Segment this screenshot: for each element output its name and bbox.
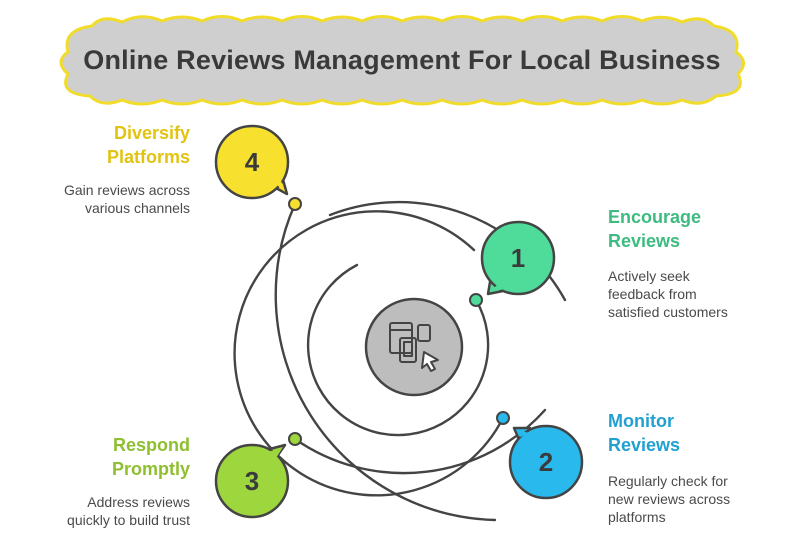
step-3-title-line-1: Respond — [112, 435, 190, 455]
page-title: Online Reviews Management For Local Busi… — [83, 44, 721, 75]
step-3-title: Respond Promptly — [40, 433, 190, 481]
devices-cursor-icon — [389, 322, 439, 372]
ring-middle — [233, 210, 505, 497]
step-4-number: 4 — [244, 146, 260, 177]
step-2-number: 2 — [538, 446, 554, 477]
ring-inner — [306, 263, 490, 437]
ring-outermost — [274, 202, 497, 522]
step-3-title-line-2: Promptly — [111, 459, 190, 479]
connector-dot-4 — [288, 197, 302, 211]
step-1-number: 1 — [510, 242, 526, 273]
step-1-description: Actively seek feedback from satisfied cu… — [608, 267, 728, 321]
title-banner — [59, 15, 745, 106]
step-1-desc-line-1: Actively seek — [608, 268, 690, 284]
step-2-desc-line-1: Regularly check for — [608, 473, 728, 489]
step-1-title-line-2: Reviews — [608, 231, 681, 251]
step-1-desc-line-3: satisfied customers — [608, 304, 728, 320]
step-1-title-line-1: Encourage — [608, 207, 702, 227]
step-2-desc-line-2: new reviews across — [608, 491, 731, 507]
step-4-title-line-1: Diversify — [113, 123, 190, 143]
step-1-title: Encourage Reviews — [608, 205, 701, 253]
bubble-2 — [508, 424, 584, 500]
bubble-4 — [214, 124, 290, 200]
step-2-description: Regularly check for new reviews across p… — [608, 472, 730, 526]
connector-dot-3 — [288, 432, 302, 446]
step-3-desc-line-1: Address reviews — [87, 494, 190, 510]
step-3-desc-line-2: quickly to build trust — [67, 512, 190, 528]
step-4-desc-line-1: Gain reviews across — [63, 182, 190, 198]
step-4-desc-line-2: various channels — [84, 200, 190, 216]
bubble-3 — [214, 443, 290, 519]
step-2-title: Monitor Reviews — [608, 409, 680, 457]
connector-dot-2 — [496, 411, 510, 425]
step-1-desc-line-2: feedback from — [608, 286, 697, 302]
step-2-title-line-2: Reviews — [608, 435, 681, 455]
step-4-title: Diversify Platforms — [40, 121, 190, 169]
step-3-description: Address reviews quickly to build trust — [20, 493, 190, 529]
step-2-title-line-1: Monitor — [608, 411, 674, 431]
step-4-title-line-2: Platforms — [106, 147, 190, 167]
step-4-description: Gain reviews across various channels — [20, 181, 190, 217]
connector-dot-1 — [469, 293, 483, 307]
bubble-1 — [480, 220, 556, 296]
step-3-number: 3 — [244, 465, 260, 496]
step-2-desc-line-3: platforms — [608, 509, 666, 525]
banner-cloud-shape — [59, 15, 745, 106]
center-hub — [364, 297, 464, 397]
